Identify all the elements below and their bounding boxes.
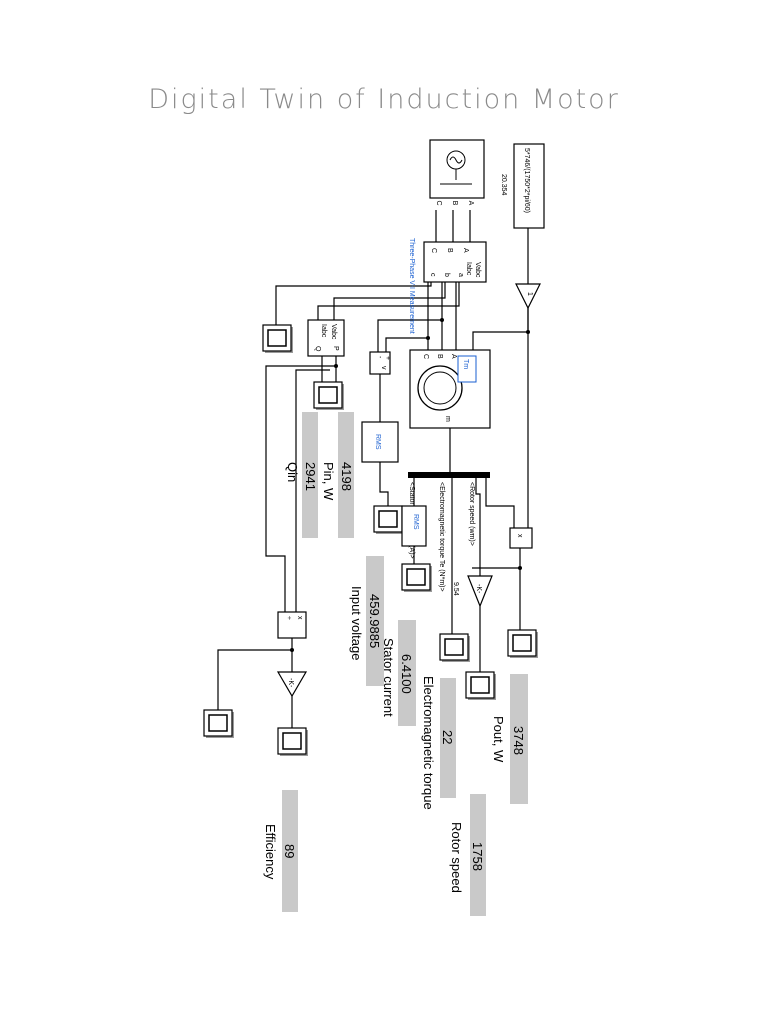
meas-out-c: c — [429, 273, 436, 277]
scope-efficiency-ratio[interactable] — [203, 709, 234, 738]
vsel-v: v — [380, 366, 387, 370]
scope-stator[interactable] — [401, 563, 432, 592]
rms-voltage-block[interactable]: RMS — [361, 421, 399, 463]
three-phase-source-block[interactable]: C B A — [429, 139, 485, 206]
stator-current-label: Stator current — [381, 638, 396, 717]
vsel-plus: + — [384, 356, 391, 360]
voltage-selector-block[interactable]: + - v — [369, 351, 391, 375]
qin-label: Qin — [285, 462, 300, 482]
meas-in-c: C — [430, 248, 437, 253]
pin-label: Pin, W — [321, 462, 336, 501]
qin-value: 2941 — [303, 462, 318, 491]
gain-speed-value: 9.54 — [452, 582, 459, 596]
pout-value: 3748 — [511, 726, 526, 755]
meas-in-b: B — [446, 248, 453, 253]
constant-expression: 5*746/(1750*2*pi/60) — [523, 148, 530, 213]
rotor-speed-value: 1758 — [470, 842, 485, 871]
power-port-vabc: Vabc — [330, 324, 337, 340]
motor-port-b: B — [436, 354, 443, 359]
torque-value: 22 — [440, 730, 455, 744]
source-port-c: C — [435, 200, 442, 205]
rotor-speed-label: Rotor speed — [449, 822, 464, 893]
meas-out-a: a — [457, 273, 464, 277]
gain-one-label: 1 — [526, 292, 533, 296]
motor-port-a: A — [450, 354, 457, 359]
scope-vabc[interactable] — [262, 324, 293, 353]
gain-speed-block[interactable]: -K- 9.54 — [452, 575, 493, 608]
meas-iabc: Iabc — [465, 262, 472, 276]
meas-block-label: Three-Phase V-I Measurement — [408, 238, 415, 334]
scope-torque[interactable] — [439, 633, 470, 662]
product-eff-div: ÷ — [285, 616, 292, 620]
pout-label: Pout, W — [491, 716, 506, 763]
power-port-q: Q — [314, 346, 321, 352]
meas-out-b: b — [443, 273, 450, 277]
motor-tm-label: Tm — [462, 359, 469, 369]
stator-current-value: 6.4100 — [399, 654, 414, 694]
rms-voltage-label: RMS — [374, 434, 381, 450]
product-pout-block[interactable]: x — [509, 527, 533, 549]
pin-value: 4198 — [339, 462, 354, 491]
constant-block[interactable]: 5*746/(1750*2*pi/60) 20.354 — [500, 143, 545, 229]
bus-signal-speed: <Rotor speed (wm)> — [468, 482, 475, 546]
scope-pout[interactable] — [507, 629, 538, 658]
scope-rms-voltage[interactable] — [373, 505, 404, 534]
gain-efficiency-block[interactable]: -K- — [276, 671, 308, 698]
gain-one-block[interactable]: 1 — [515, 283, 541, 310]
rms-stator-block[interactable]: RMS — [401, 505, 427, 547]
input-voltage-label: Input voltage — [349, 586, 364, 660]
wires — [217, 210, 530, 728]
constant-value: 20.354 — [500, 174, 507, 196]
torque-label: Electromagnetic torque — [421, 676, 436, 810]
vsel-minus: - — [376, 356, 383, 359]
scope-speed[interactable] — [465, 671, 496, 700]
bus-signal-torque: <Electromagnetic torque Te (N*m)> — [438, 482, 445, 592]
source-port-b: B — [451, 201, 458, 206]
display-stator-current: 6.4100 Stator current — [381, 620, 416, 726]
scope-power[interactable] — [313, 381, 344, 410]
meas-vabc: Vabc — [474, 262, 481, 278]
gain-speed-label: -K- — [475, 584, 482, 594]
efficiency-value: 89 — [282, 844, 297, 858]
power-port-p: P — [332, 346, 339, 351]
product-pout-label: x — [516, 534, 523, 538]
display-input-voltage: 459.9885 Input voltage — [349, 556, 384, 686]
page-title: Digital Twin of Induction Motor — [148, 84, 620, 115]
efficiency-label: Efficiency — [263, 824, 278, 880]
display-pout: 3748 Pout, W — [491, 674, 528, 804]
display-efficiency: 89 Efficiency — [263, 790, 298, 912]
display-pin-qin: 4198 Pin, W 2941 Qin — [285, 412, 354, 538]
source-port-a: A — [467, 201, 474, 206]
display-torque: 22 Electromagnetic torque — [421, 676, 456, 810]
motor-port-c: C — [422, 354, 429, 359]
gain-eff-label: -K- — [287, 678, 294, 688]
product-eff-mul: x — [296, 616, 303, 620]
meas-in-a: A — [462, 248, 469, 253]
rms-stator-label: RMS — [412, 514, 419, 530]
vi-measurement-block[interactable]: C B A Vabc Iabc c b a Three-Phase V-I Me… — [408, 238, 487, 334]
motor-m-label: m — [444, 416, 451, 422]
display-rotor-speed: 1758 Rotor speed — [449, 794, 486, 916]
power-block[interactable]: Vabc Iabc P Q — [307, 319, 345, 357]
induction-motor-block[interactable]: Tm C B A m — [409, 349, 491, 429]
power-port-iabc: Iabc — [320, 324, 327, 338]
product-efficiency-block[interactable]: x ÷ — [277, 611, 307, 639]
input-voltage-value: 459.9885 — [367, 594, 382, 648]
scope-efficiency[interactable] — [277, 727, 308, 756]
